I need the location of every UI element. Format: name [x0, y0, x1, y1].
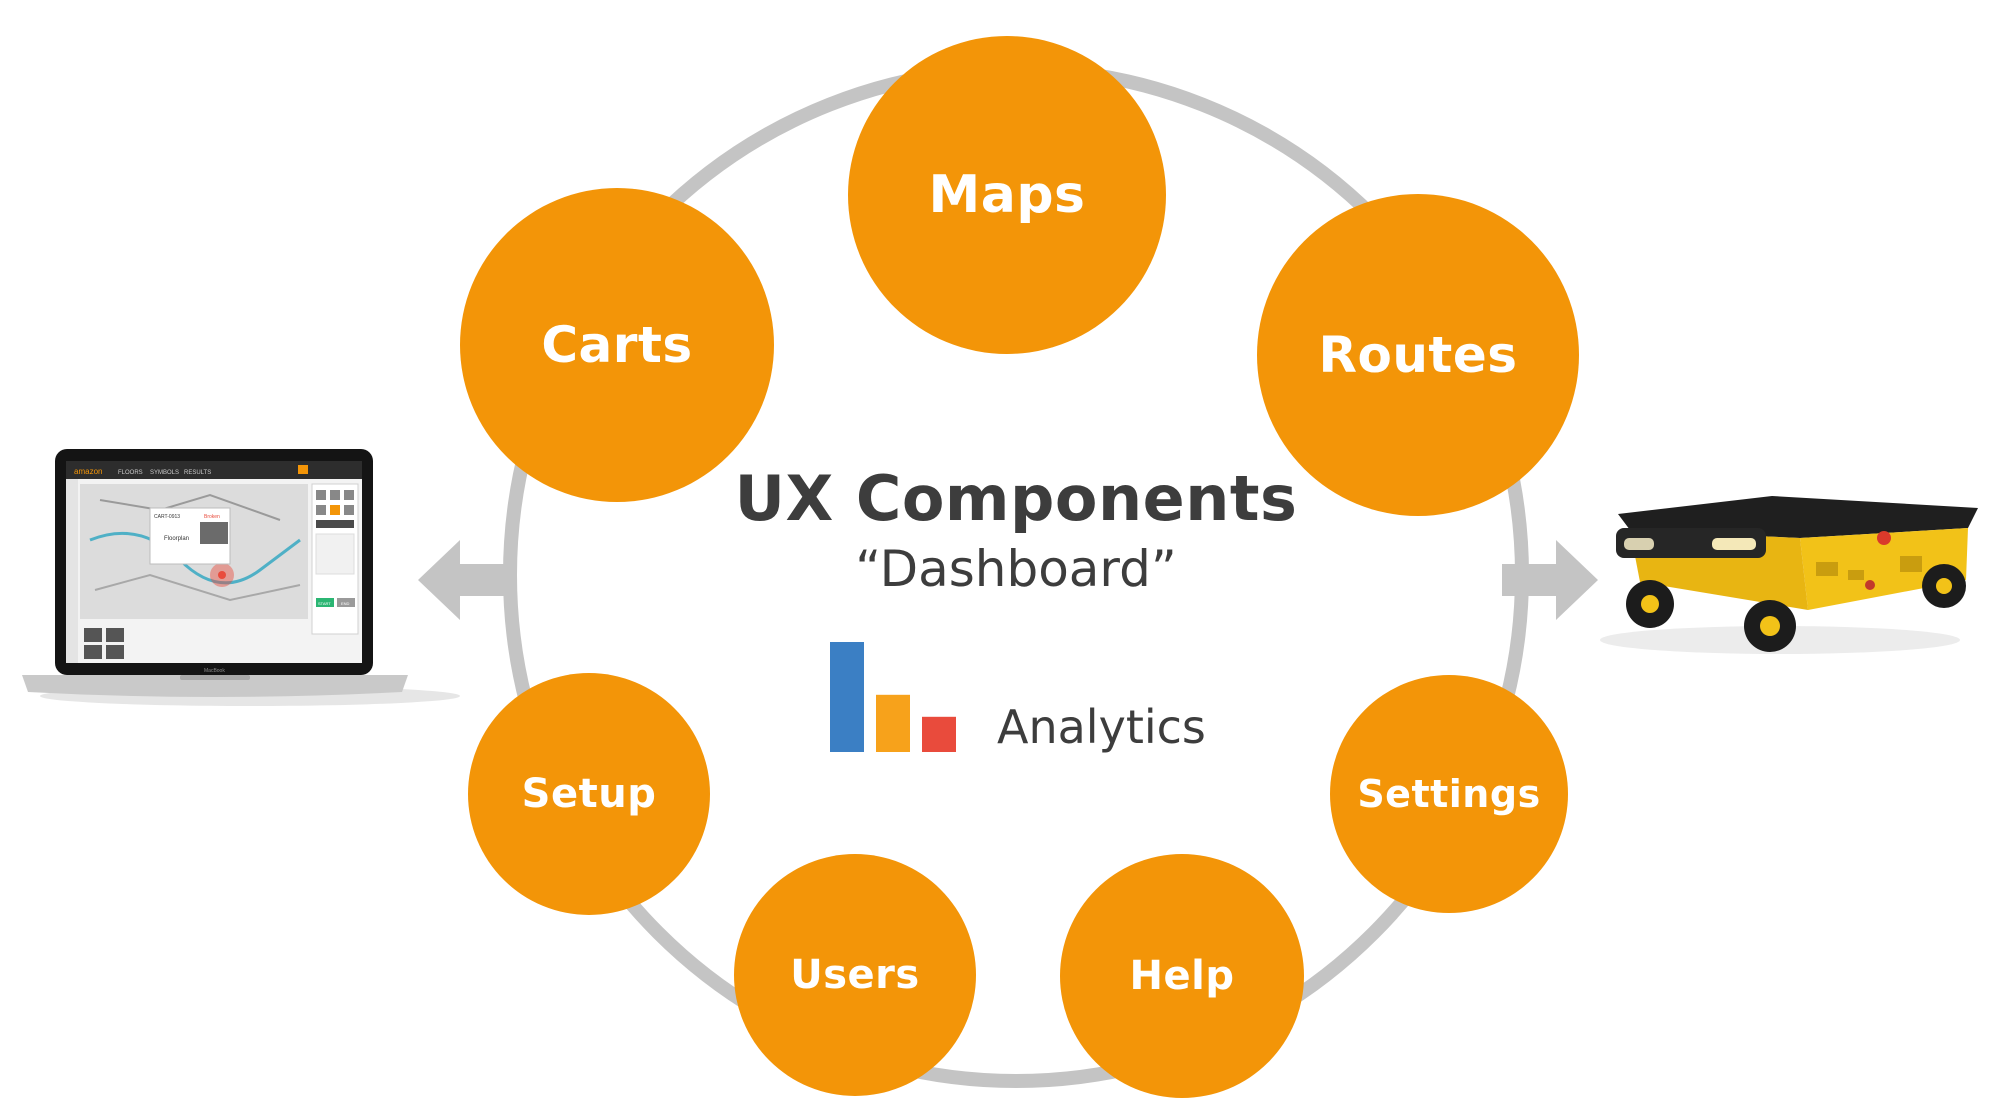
laptop-tab-floors: FLOORS	[118, 470, 143, 476]
analytics-bar-1	[830, 642, 864, 752]
node-setup: Setup	[468, 673, 710, 915]
node-routes: Routes	[1257, 194, 1579, 516]
node-carts-label: Carts	[541, 316, 693, 374]
laptop-panel-title: CART-0913	[154, 514, 180, 520]
node-setup-label: Setup	[521, 771, 657, 817]
node-users-label: Users	[790, 952, 920, 998]
laptop-start-label: START	[318, 601, 331, 606]
laptop-model-text: MacBook	[204, 668, 225, 674]
cart-front-bumper	[1616, 528, 1766, 558]
cart-emergency-button	[1877, 531, 1891, 545]
laptop-end-button	[337, 598, 355, 607]
laptop-end-label: END	[341, 601, 350, 606]
node-routes-label: Routes	[1318, 326, 1518, 384]
analytics-bar-3	[922, 716, 956, 752]
right-arrow-icon	[1502, 540, 1598, 620]
node-settings-label: Settings	[1357, 772, 1541, 816]
analytics-chart-icon	[830, 642, 956, 752]
node-help-label: Help	[1129, 953, 1235, 999]
node-help: Help	[1060, 854, 1304, 1098]
robot-cart-illustration	[1600, 496, 1978, 654]
laptop-brand-text: amazon	[74, 467, 102, 476]
center-subtitle: “Dashboard”	[855, 540, 1177, 598]
analytics-bar-2	[876, 694, 910, 752]
node-maps: Maps	[848, 36, 1166, 354]
node-carts: Carts	[460, 188, 774, 502]
node-users: Users	[734, 854, 976, 1096]
laptop-illustration: amazon FLOORS SYMBOLS RESULTS CART-0913 …	[22, 449, 460, 706]
node-settings: Settings	[1330, 675, 1568, 913]
center-title: UX Components	[734, 462, 1298, 535]
cart-top-deck	[1618, 496, 1978, 538]
laptop-status-text: Broken	[204, 514, 220, 520]
left-arrow-icon	[418, 540, 515, 620]
node-maps-label: Maps	[928, 165, 1086, 225]
laptop-base	[22, 675, 408, 697]
cart-side-body	[1800, 528, 1968, 610]
laptop-tab-results: RESULTS	[184, 470, 211, 476]
laptop-tab-symbols: SYMBOLS	[150, 470, 179, 476]
laptop-start-button	[316, 598, 334, 607]
laptop-panel-name: Floorplan	[164, 536, 189, 542]
analytics-label: Analytics	[997, 700, 1206, 754]
